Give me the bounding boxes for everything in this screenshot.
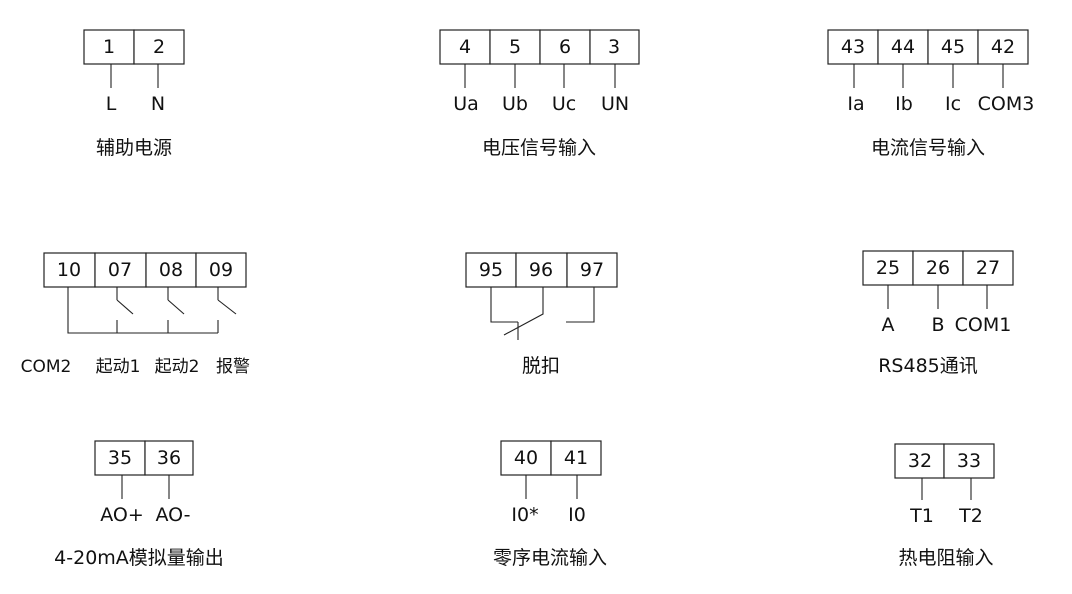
relay-label: COM2: [21, 357, 72, 377]
signal-label: B: [931, 314, 944, 336]
terminal-number: 1: [103, 36, 115, 58]
signal-label: UN: [601, 93, 629, 115]
group-title: 4-20mA模拟量输出: [54, 547, 224, 569]
terminal-number: 96: [529, 259, 553, 281]
group-title: RS485通讯: [878, 355, 978, 377]
signal-label: Ub: [502, 93, 528, 115]
group-title: 脱扣: [522, 355, 560, 377]
group-title: 电压信号输入: [482, 137, 596, 159]
signal-label: N: [151, 93, 165, 115]
common-bus-wire: [67, 287, 218, 334]
terminal-box: [465, 252, 517, 288]
terminal-box: [489, 29, 541, 65]
terminal-number: 6: [559, 36, 571, 58]
terminal-box: [977, 29, 1029, 65]
trip-contact-switch: [503, 287, 544, 336]
group-rtd-input: 32 33 T1 T2 热电阻输入: [894, 443, 995, 569]
terminal-number: 41: [564, 447, 588, 469]
group-current-input: 43 44 45 42 Ia Ib Ic COM3 电流信号输入: [827, 29, 1035, 159]
terminal-box: [515, 252, 568, 288]
terminal-number: 45: [941, 36, 965, 58]
terminal-number: 27: [976, 257, 1000, 279]
signal-label: I0: [568, 504, 586, 526]
terminal-number: 42: [991, 36, 1015, 58]
terminal-number: 2: [153, 36, 165, 58]
group-aux-power: 1 2 L N 辅助电源: [83, 29, 185, 159]
terminal-number: 5: [509, 36, 521, 58]
relay-contact-switch: [116, 299, 134, 315]
terminal-box: [550, 440, 602, 476]
terminal-number: 10: [57, 259, 81, 281]
terminal-number: 08: [159, 259, 183, 281]
signal-label: Uc: [552, 93, 576, 115]
terminal-box: [439, 29, 491, 65]
group-trip: 95 96 97 脱扣: [465, 252, 618, 377]
terminal-box: [145, 252, 197, 288]
terminal-box: [133, 29, 185, 65]
signal-label: Ic: [945, 93, 961, 115]
relay-label: 报警: [216, 357, 250, 377]
terminal-number: 97: [580, 259, 604, 281]
relay-contact-switch: [217, 299, 237, 315]
terminal-number: 95: [479, 259, 503, 281]
signal-label: T1: [909, 505, 934, 527]
relay-label: 起动2: [155, 357, 200, 377]
terminal-number: 09: [209, 259, 233, 281]
terminal-box: [912, 250, 964, 286]
terminal-number: 26: [926, 257, 950, 279]
signal-label: Ua: [453, 93, 479, 115]
group-relay-output: 10 07 08 09 COM2 起动1 起动2 报警: [21, 252, 250, 377]
group-title: 热电阻输入: [898, 547, 993, 569]
signal-label: I0*: [511, 504, 538, 526]
signal-label: A: [882, 314, 895, 336]
terminal-number: 33: [957, 450, 981, 472]
group-analog-output: 35 36 AO+ AO- 4-20mA模拟量输出: [54, 440, 224, 569]
terminal-box: [566, 252, 618, 288]
relay-contact-switch: [167, 299, 185, 315]
signal-label: COM3: [978, 93, 1035, 115]
signal-label: AO+: [100, 504, 144, 526]
terminal-box: [195, 252, 247, 288]
terminal-box: [589, 29, 640, 65]
signal-label: Ib: [895, 93, 913, 115]
group-zero-seq: 40 41 I0* I0 零序电流输入: [493, 440, 607, 569]
trip-wire: [566, 287, 595, 323]
signal-label: COM1: [955, 314, 1012, 336]
terminal-number: 3: [608, 36, 620, 58]
signal-label: T2: [958, 505, 983, 527]
terminal-box: [500, 440, 552, 476]
terminal-number: 4: [459, 36, 471, 58]
terminal-number: 36: [157, 447, 181, 469]
group-title: 辅助电源: [96, 137, 172, 159]
terminal-number: 07: [108, 259, 132, 281]
signal-label: Ia: [847, 93, 864, 115]
terminal-box: [83, 29, 135, 65]
terminal-number: 35: [108, 447, 132, 469]
terminal-box: [94, 440, 146, 476]
terminal-box: [877, 29, 929, 65]
relay-label: 起动1: [96, 357, 141, 377]
terminal-number: 43: [841, 36, 865, 58]
terminal-number: 25: [876, 257, 900, 279]
terminal-number: 32: [908, 450, 932, 472]
group-title: 零序电流输入: [493, 547, 607, 569]
group-voltage-input: 4 5 6 3 Ua Ub Uc UN 电压信号输入: [439, 29, 640, 159]
terminal-number: 40: [514, 447, 538, 469]
group-title: 电流信号输入: [871, 137, 985, 159]
signal-label: AO-: [155, 504, 190, 526]
terminal-box: [962, 250, 1014, 286]
terminal-box: [827, 29, 879, 65]
trip-wire: [490, 287, 518, 323]
terminal-box: [943, 443, 995, 479]
terminal-number: 44: [891, 36, 915, 58]
signal-label: L: [106, 93, 117, 115]
group-rs485: 25 26 27 A B COM1 RS485通讯: [862, 250, 1014, 377]
terminal-box: [43, 252, 96, 288]
